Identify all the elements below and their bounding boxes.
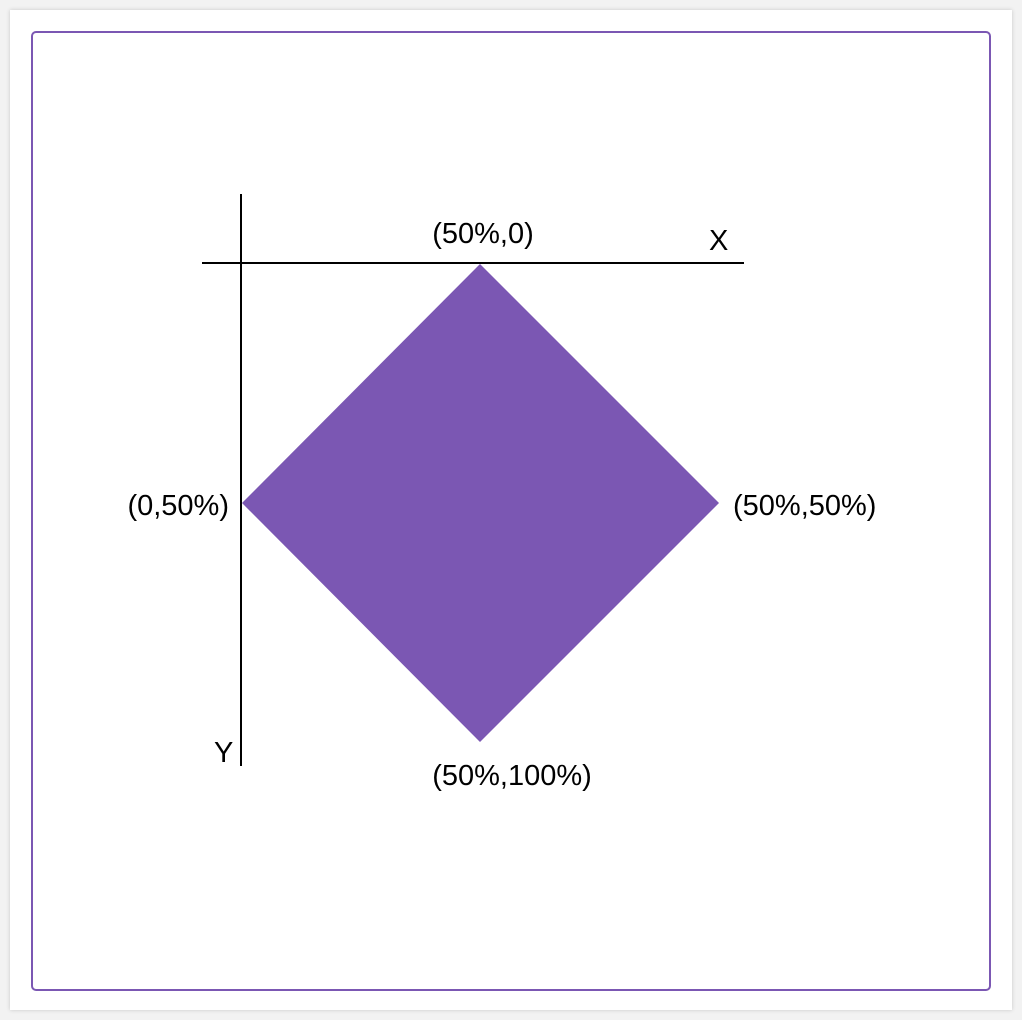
point-label-top: (50%,0) — [432, 218, 534, 250]
x-axis-label: X — [709, 225, 728, 257]
point-label-right: (50%,50%) — [733, 490, 876, 522]
y-axis-label: Y — [214, 737, 233, 769]
point-label-left: (0,50%) — [127, 490, 229, 522]
diamond-shape — [242, 264, 719, 742]
point-label-bottom: (50%,100%) — [432, 760, 592, 792]
